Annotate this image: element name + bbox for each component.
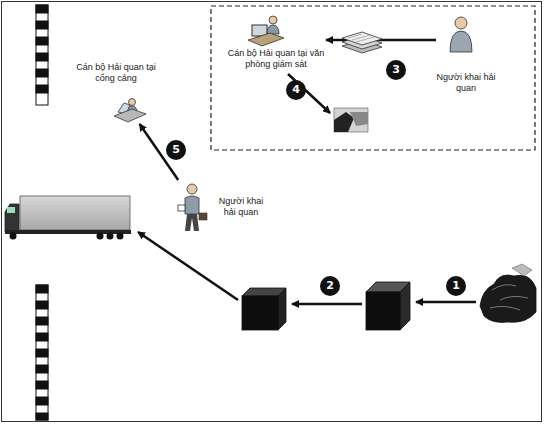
truck-part (10, 233, 17, 240)
gate-barrier-part (36, 413, 48, 420)
actor-label: Cán bộ Hải quan tại cổng cảng (74, 62, 158, 84)
actor-node: Cán bộ Hải quan tại văn phòng giám sát (226, 14, 326, 82)
gate-barrier-part (36, 285, 48, 420)
arrow-to-truck-part (138, 232, 238, 300)
gate-barrier-part (36, 397, 48, 405)
declarant-gate-icon-part (185, 214, 199, 231)
gate-barrier-part (36, 69, 48, 77)
declarant-gate-icon (178, 184, 207, 231)
container-cube-part (400, 282, 410, 330)
declarant-icon-part (455, 17, 467, 29)
cargo-pile-part (490, 285, 528, 310)
gate-barrier-part (36, 285, 48, 293)
gate-barrier-part (36, 317, 48, 325)
office-boundary-part (211, 6, 535, 150)
gate-barrier-part (36, 301, 48, 309)
gate-barrier-part (36, 333, 48, 341)
truck-part (5, 204, 19, 232)
gate-barrier-part (36, 349, 48, 357)
document-stack-part (348, 34, 374, 42)
arrow-to-truck (138, 232, 238, 300)
declarant-icon (450, 17, 472, 52)
office-officer-icon (248, 16, 284, 46)
gate-barrier-part (36, 37, 48, 45)
declarant-gate-icon-part (199, 213, 207, 220)
arrow-step-two (292, 303, 362, 306)
gate-officer-icon-part (114, 109, 146, 122)
gate-barrier-part (36, 21, 48, 29)
cargo-pile-part (512, 264, 532, 276)
gate-barrier-part (36, 85, 48, 93)
actor-node: Người khai hải quan (176, 180, 268, 234)
truck (5, 196, 131, 240)
flow-arrow (326, 39, 436, 42)
callout-number: 3 (386, 60, 406, 80)
gate-barrier-part (36, 53, 48, 61)
callout-number: 1 (446, 276, 466, 296)
gate-barrier-part (36, 5, 48, 105)
stamp-image-part (334, 108, 368, 132)
stamp-image (334, 108, 368, 132)
office-officer-icon-part (248, 33, 284, 46)
cargo-pile (480, 264, 536, 322)
container-cube (242, 288, 286, 330)
cargo-pile-part (480, 275, 536, 322)
actor-node: Cán bộ Hải quan tại cổng cảng (74, 62, 158, 124)
gate-officer-icon (114, 99, 146, 123)
truck-part (107, 233, 114, 240)
actor-label: Người khai hải quan (214, 196, 268, 218)
stamp-image-part (334, 112, 354, 132)
declarant-gate-icon-part (187, 184, 197, 194)
gate-barrier-part (36, 365, 48, 373)
arrow-step-one-part (416, 301, 476, 304)
actor-label: Người khai hải quan (436, 72, 496, 94)
callout-number: 2 (320, 276, 340, 296)
container-cube-part (366, 292, 400, 330)
actor-node: Người khai hải quan (436, 14, 496, 90)
document-stack-part (342, 32, 382, 45)
gate-barrier-part (36, 381, 48, 389)
gate-barrier-part (36, 5, 48, 13)
callout-number: 5 (166, 140, 186, 160)
container-cube (366, 282, 410, 330)
container-cube-part (242, 296, 278, 330)
office-boundary (211, 6, 535, 150)
declarant-gate-icon-part (178, 205, 185, 211)
office-officer-icon-part (267, 25, 279, 34)
truck-part (7, 207, 15, 213)
container-cube-part (278, 288, 286, 330)
document-stack (342, 32, 382, 53)
truck-part (20, 206, 130, 216)
actor-label: Cán bộ Hải quan tại văn phòng giám sát (226, 48, 326, 70)
arrow-step-one (416, 301, 476, 304)
truck-part (117, 233, 124, 240)
callout-number: 4 (286, 80, 306, 100)
declarant-icon-part (450, 31, 472, 52)
truck-part (97, 233, 104, 240)
stamp-image-part (350, 112, 368, 126)
declarant-gate-icon-part (185, 196, 199, 214)
office-officer-icon-part (269, 16, 277, 24)
flow-arrow (140, 124, 179, 180)
arrow-step-two-part (292, 303, 362, 306)
truck-part (20, 196, 130, 230)
